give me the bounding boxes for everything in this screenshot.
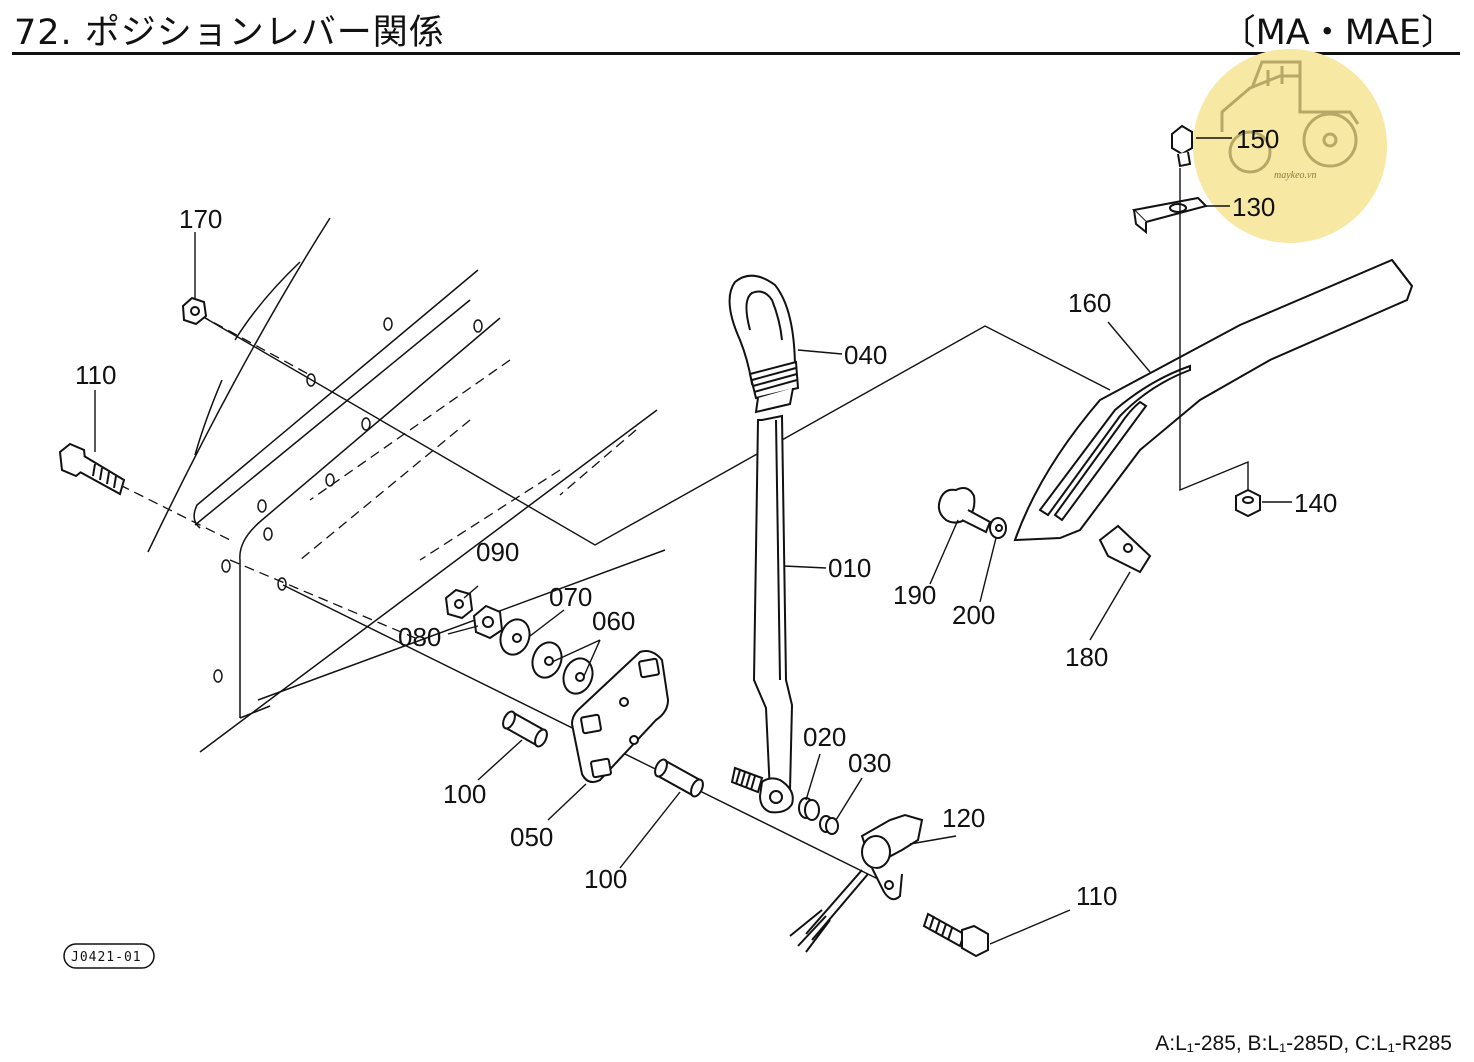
bushing-030 [819, 815, 839, 835]
label-120: 120 [942, 803, 985, 833]
lever-010 [752, 414, 794, 814]
spacer-100-upper [502, 710, 548, 748]
bolt-150 [1171, 124, 1193, 168]
bolt-110-right [922, 912, 989, 958]
bushing-020 [798, 797, 820, 821]
diagram-code-badge: J0421-01 [63, 943, 155, 969]
watermark-logo: maykeo.vn [1193, 49, 1387, 243]
label-110-right: 110 [1076, 881, 1117, 911]
assembly-line [199, 314, 1111, 546]
washer-200 [989, 517, 1007, 539]
label-050: 050 [510, 822, 553, 852]
label-110-left: 110 [75, 360, 116, 390]
label-010: 010 [828, 553, 871, 583]
label-140: 140 [1294, 488, 1337, 518]
bolt-110-left [58, 442, 126, 496]
spacer-100-lower [654, 758, 704, 798]
nut-170 [181, 296, 208, 326]
label-200: 200 [952, 600, 995, 630]
diagram-code: J0421-01 [71, 950, 142, 965]
guide-plate-160 [1013, 258, 1414, 542]
washer-070 [499, 618, 531, 656]
part-labels: 170 110 040 160 150 130 140 010 090 070 … [75, 124, 1337, 911]
label-150: 150 [1236, 124, 1279, 154]
stud-thread [730, 766, 764, 794]
leader-lines [94, 137, 1292, 945]
washer-060a [531, 641, 563, 679]
label-160: 160 [1068, 288, 1111, 318]
plate-050 [570, 650, 670, 783]
nut-140 [1235, 488, 1261, 518]
label-100-lower: 100 [584, 864, 627, 894]
label-040: 040 [844, 340, 887, 370]
washer-060b [562, 657, 594, 695]
page-title: 72. ポジションレバー関係 [14, 13, 445, 53]
bracket-130 [1131, 196, 1208, 235]
label-130: 130 [1232, 192, 1275, 222]
model-tag: 〔MA・MAE〕 [1220, 13, 1456, 53]
label-190: 190 [893, 580, 936, 610]
label-080: 080 [398, 622, 441, 652]
label-090: 090 [476, 537, 519, 567]
header-rule [12, 52, 1460, 55]
nut-080 [472, 604, 504, 640]
label-100-upper: 100 [443, 779, 486, 809]
label-060: 060 [592, 606, 635, 636]
lever-knob-040 [728, 274, 800, 414]
model-footnote: A:L₁-285, B:L₁-285D, C:L₁-R285 [1155, 1032, 1452, 1055]
label-070: 070 [549, 582, 592, 612]
label-030: 030 [848, 748, 891, 778]
knob-190 [937, 487, 992, 534]
frame-panel [147, 217, 666, 753]
label-180: 180 [1065, 642, 1108, 672]
block-180 [1098, 524, 1152, 574]
label-170: 170 [179, 204, 222, 234]
bracket-guide-line [1179, 168, 1249, 492]
switch-120 [789, 813, 924, 953]
watermark-text: maykeo.vn [1274, 170, 1316, 181]
label-020: 020 [803, 722, 846, 752]
frame-holes [213, 317, 483, 683]
